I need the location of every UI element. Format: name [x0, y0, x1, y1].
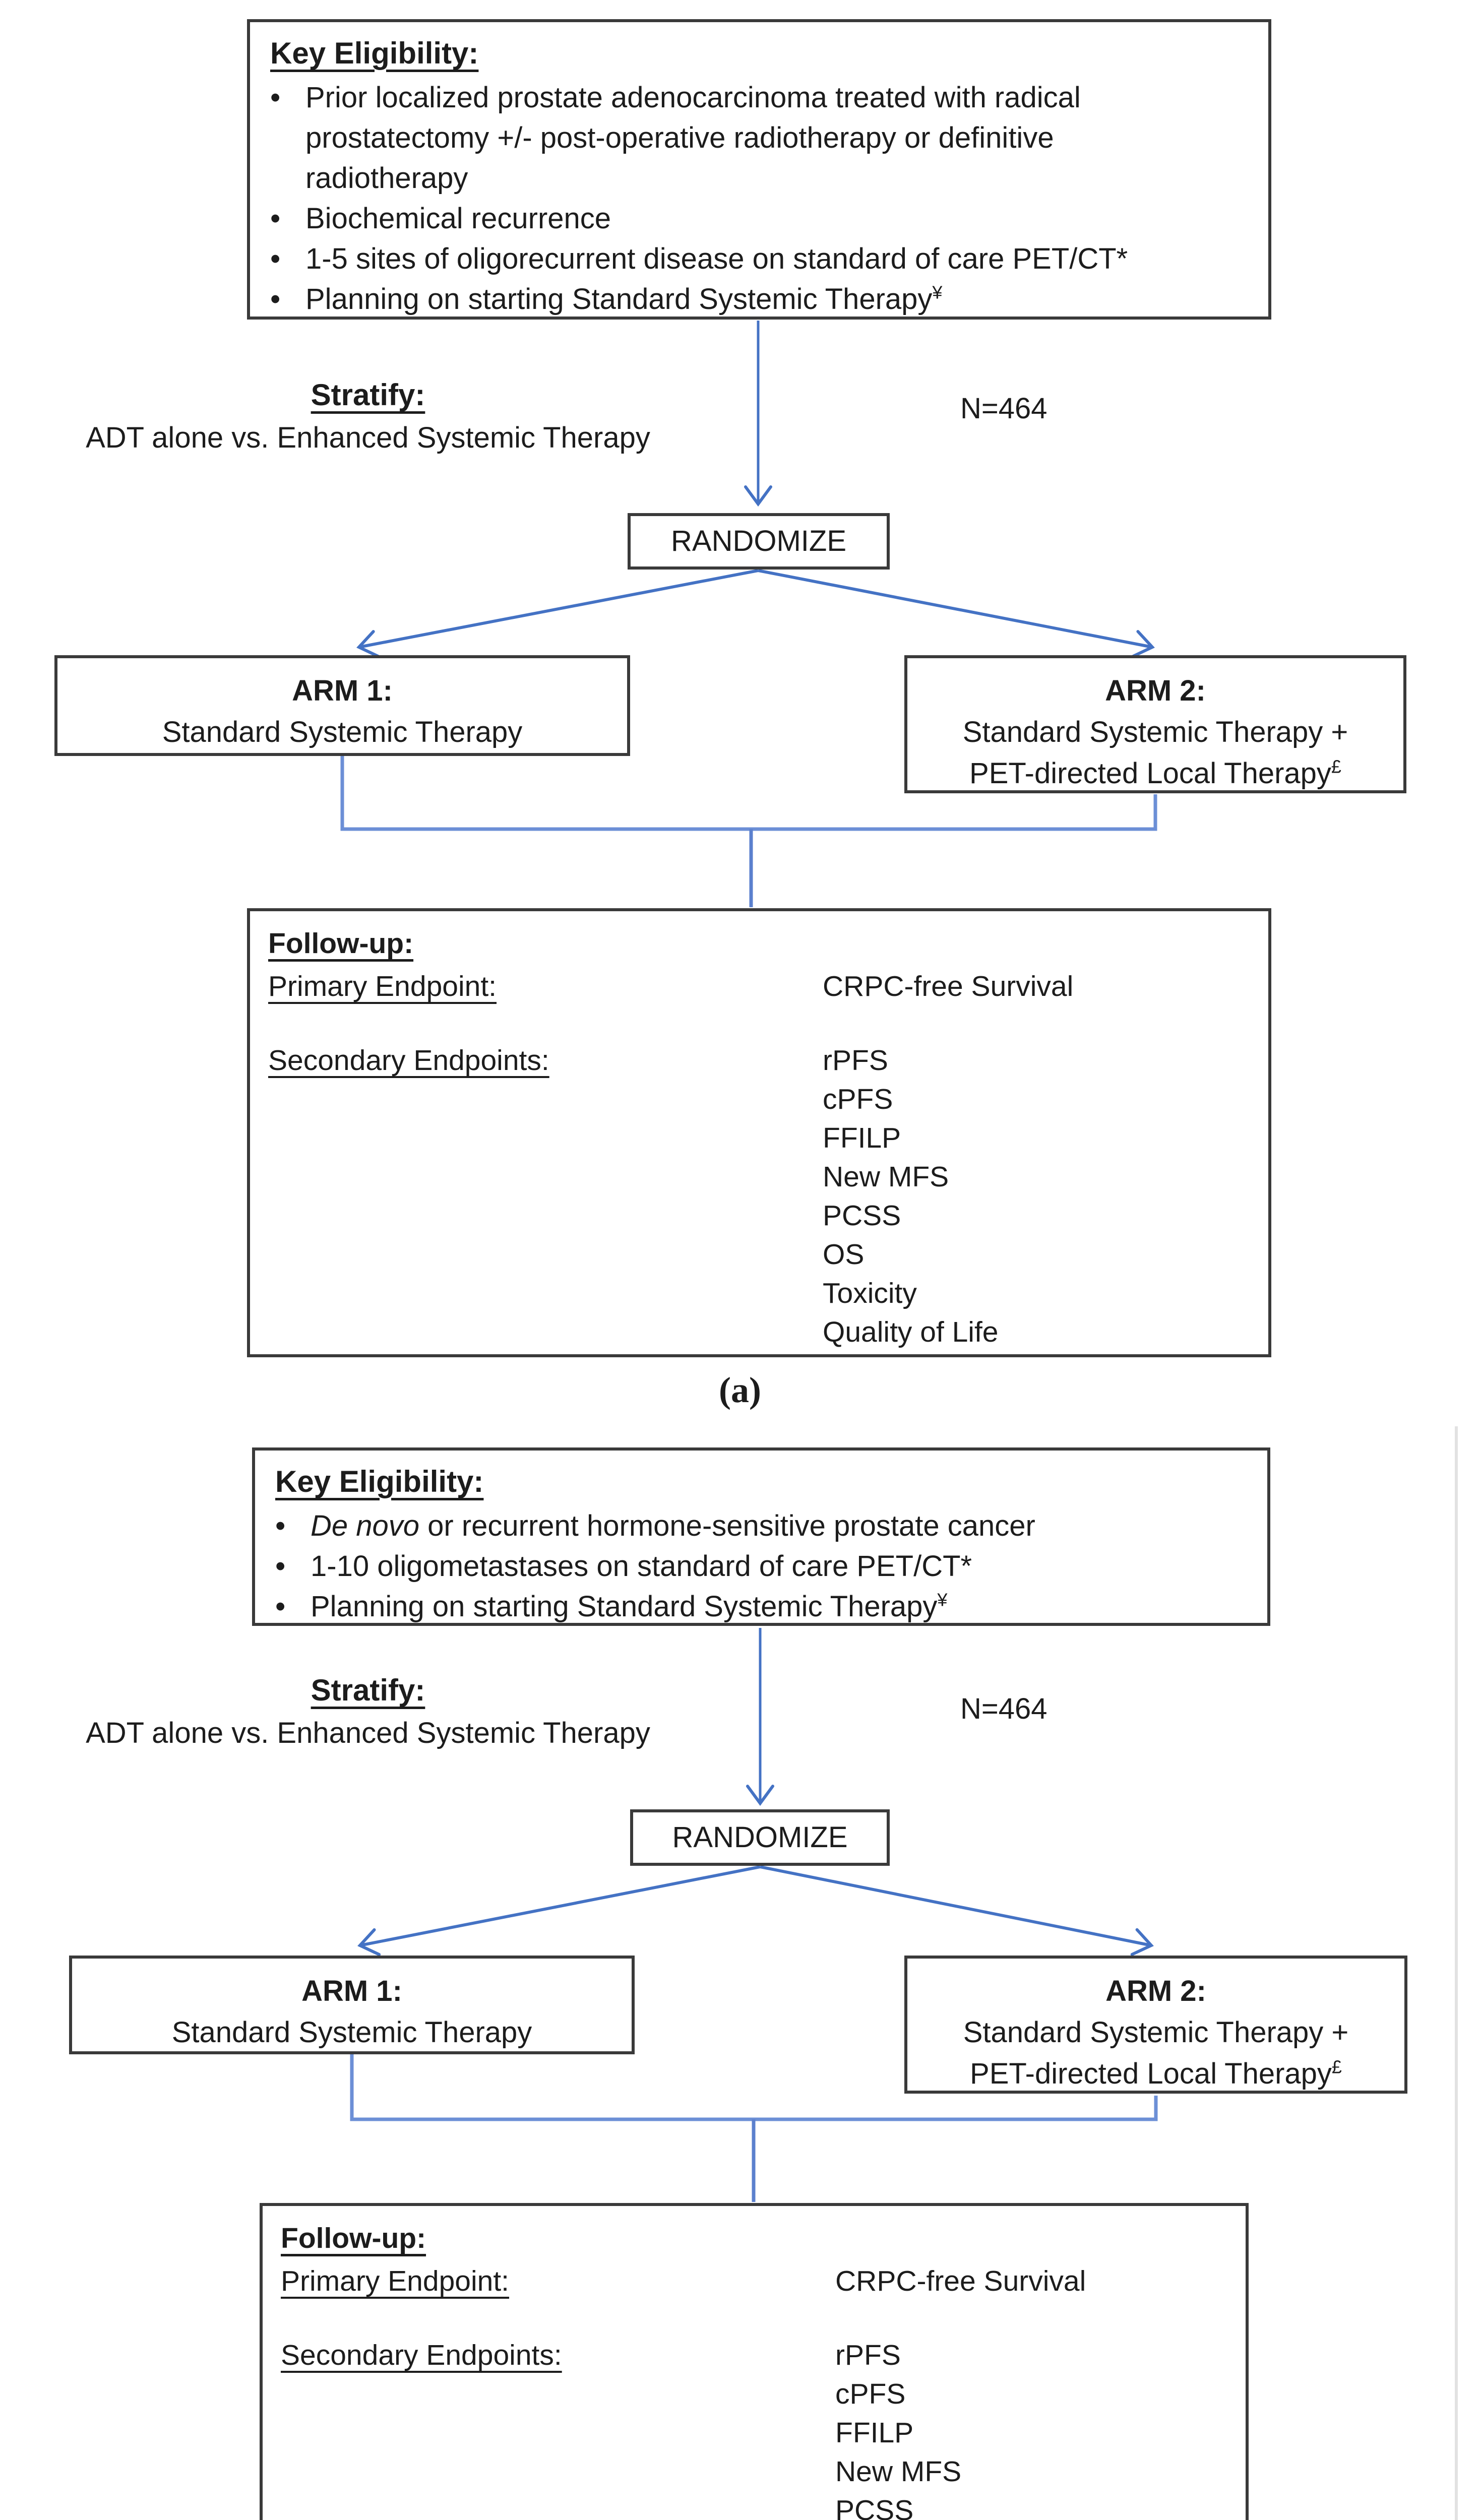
arm1-box-b: ARM 1: Standard Systemic Therapy: [69, 1956, 635, 2054]
bullet-marker: •: [275, 1550, 286, 1583]
bullet-marker: •: [275, 1590, 286, 1623]
endpoint-item: rPFS: [835, 2339, 901, 2371]
primary-endpoint-row-a: Primary Endpoint: CRPC-free Survival: [268, 967, 1250, 1006]
eligibility-bullet-1-cont2-a: radiotherapy: [305, 162, 468, 195]
endpoint-item: cPFS: [835, 2378, 906, 2410]
arm2-box-b: ARM 2: Standard Systemic Therapy + PET-d…: [904, 1956, 1407, 2094]
endpoint-item: New MFS: [823, 1161, 949, 1193]
stratify-block-b: Stratify: ADT alone vs. Enhanced Systemi…: [30, 1669, 706, 1754]
arm2-text1-b: Standard Systemic Therapy +: [963, 2016, 1349, 2049]
pound-superscript: £: [1331, 756, 1341, 777]
arm1-box-a: ARM 1: Standard Systemic Therapy: [54, 655, 630, 756]
arm1-text-b: Standard Systemic Therapy: [171, 2016, 532, 2049]
eligibility-box-b: Key Eligibility: • De novo or recurrent …: [252, 1447, 1270, 1626]
arm2-title-a: ARM 2:: [1105, 674, 1206, 707]
followup-heading-a: Follow-up:: [268, 927, 414, 960]
yen-superscript: ¥: [932, 282, 943, 303]
bullet-text: De novo or recurrent hormone-sensitive p…: [311, 1509, 1035, 1542]
bullet-text: Planning on starting Standard Systemic T…: [305, 282, 943, 316]
pound-superscript: £: [1331, 2056, 1342, 2077]
bullet-marker: •: [270, 242, 281, 275]
stratify-text-b: ADT alone vs. Enhanced Systemic Therapy: [86, 1717, 650, 1749]
arm1-title-b: ARM 1:: [301, 1975, 402, 2007]
eligibility-heading-a: Key Eligibility:: [270, 36, 479, 70]
de-novo-italic: De novo: [311, 1509, 420, 1542]
caption-a: (a): [719, 1370, 761, 1410]
arm2-box-a: ARM 2: Standard Systemic Therapy + PET-d…: [904, 655, 1406, 793]
secondary-endpoints-label-a: Secondary Endpoints:: [268, 1044, 549, 1077]
stratify-text-a: ADT alone vs. Enhanced Systemic Therapy: [86, 421, 650, 454]
eligibility-bullet-2-a: • Biochemical recurrence: [270, 199, 1248, 239]
secondary-endpoints-row-b: Secondary Endpoints: rPFS cPFS FFILP New…: [281, 2336, 1227, 2520]
arm1-title-a: ARM 1:: [292, 674, 393, 707]
randomize-label-a: RANDOMIZE: [671, 525, 846, 557]
arrow-randomize-to-arm1-a: [356, 569, 759, 658]
sample-size-b: N=464: [960, 1692, 1047, 1725]
stratify-block-a: Stratify: ADT alone vs. Enhanced Systemi…: [30, 374, 706, 459]
secondary-endpoints-row-a: Secondary Endpoints: rPFS cPFS FFILP New…: [268, 1041, 1250, 1352]
followup-box-a: Follow-up: Primary Endpoint: CRPC-free S…: [247, 908, 1271, 1357]
primary-endpoint-row-b: Primary Endpoint: CRPC-free Survival: [281, 2262, 1227, 2301]
randomize-box-b: RANDOMIZE: [630, 1809, 890, 1866]
bullet-text: Prior localized prostate adenocarcinoma …: [305, 81, 1081, 114]
endpoint-item: Quality of Life: [823, 1316, 999, 1348]
eligibility-bullet-1-b: • De novo or recurrent hormone-sensitive…: [275, 1506, 1247, 1546]
primary-endpoint-value-a: CRPC-free Survival: [823, 970, 1074, 1002]
endpoint-item: FFILP: [823, 1122, 901, 1154]
spacer: [281, 2301, 1227, 2336]
primary-endpoint-value-b: CRPC-free Survival: [835, 2265, 1086, 2297]
stratify-heading-b: Stratify:: [311, 1673, 425, 1707]
arm2-text1-a: Standard Systemic Therapy +: [962, 716, 1348, 748]
arm2-text2-b: PET-directed Local Therapy£: [970, 2056, 1342, 2090]
primary-endpoint-label-b: Primary Endpoint:: [281, 2265, 510, 2297]
endpoint-item: rPFS: [823, 1044, 888, 1077]
eligibility-bullet-1-cont-a: prostatectomy +/- post-operative radioth…: [305, 121, 1054, 154]
eligibility-box-a: Key Eligibility: • Prior localized prost…: [247, 19, 1271, 320]
bullet-marker: •: [275, 1509, 286, 1542]
arm2-text2-a: PET-directed Local Therapy£: [969, 756, 1341, 790]
bullet-text: Biochemical recurrence: [305, 202, 611, 235]
followup-heading-b: Follow-up:: [281, 2222, 426, 2254]
bullet-text: Planning on starting Standard Systemic T…: [311, 1589, 948, 1623]
bullet-text: 1-10 oligometastases on standard of care…: [311, 1550, 972, 1583]
arm1-text-a: Standard Systemic Therapy: [162, 716, 523, 748]
arrow-randomize-to-arm2-a: [758, 569, 1155, 658]
primary-endpoint-label-a: Primary Endpoint:: [268, 970, 497, 1002]
endpoint-item: New MFS: [835, 2455, 962, 2488]
bullet-text: 1-5 sites of oligorecurrent disease on s…: [305, 242, 1128, 275]
yen-superscript: ¥: [937, 1589, 948, 1610]
endpoint-item: OS: [823, 1238, 865, 1271]
endpoint-item: cPFS: [823, 1083, 893, 1115]
eligibility-heading-b: Key Eligibility:: [275, 1465, 484, 1498]
randomize-box-a: RANDOMIZE: [628, 513, 890, 570]
arm2-title-b: ARM 2:: [1105, 1975, 1206, 2007]
endpoint-item: PCSS: [835, 2494, 914, 2520]
secondary-endpoints-list-a: rPFS cPFS FFILP New MFS PCSS OS Toxicity…: [823, 1041, 999, 1352]
panel-b-border: [5, 1426, 1458, 2520]
eligibility-bullet-1-a: • Prior localized prostate adenocarcinom…: [270, 78, 1248, 118]
eligibility-bullet-3-b: • Planning on starting Standard Systemic…: [275, 1587, 1247, 1627]
endpoint-item: PCSS: [823, 1200, 901, 1232]
secondary-endpoints-list-b: rPFS cPFS FFILP New MFS PCSS OS Toxicity…: [835, 2336, 1011, 2520]
bullet-marker: •: [270, 81, 281, 114]
bullet-marker: •: [270, 202, 281, 235]
stratify-heading-a: Stratify:: [311, 378, 425, 412]
secondary-endpoints-label-b: Secondary Endpoints:: [281, 2339, 562, 2371]
spacer: [268, 1006, 1250, 1041]
endpoint-item: Toxicity: [823, 1277, 917, 1309]
endpoint-item: FFILP: [835, 2417, 914, 2449]
bullet-marker: •: [270, 283, 281, 316]
followup-box-b: Follow-up: Primary Endpoint: CRPC-free S…: [260, 2203, 1249, 2520]
sample-size-a: N=464: [960, 392, 1047, 425]
eligibility-bullet-4-a: • Planning on starting Standard Systemic…: [270, 279, 1248, 320]
randomize-label-b: RANDOMIZE: [672, 1821, 848, 1854]
eligibility-bullet-2-b: • 1-10 oligometastases on standard of ca…: [275, 1546, 1247, 1587]
eligibility-bullet-3-a: • 1-5 sites of oligorecurrent disease on…: [270, 239, 1248, 279]
